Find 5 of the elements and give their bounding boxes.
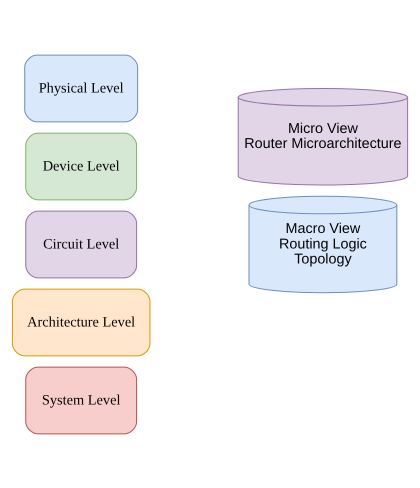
node-box: Circuit Level — [25, 210, 138, 278]
node-box: Physical Level — [24, 54, 138, 122]
node-box: System Level — [25, 366, 138, 434]
node-box: Device Level — [25, 132, 138, 200]
node-box: Architecture Level — [12, 288, 150, 356]
